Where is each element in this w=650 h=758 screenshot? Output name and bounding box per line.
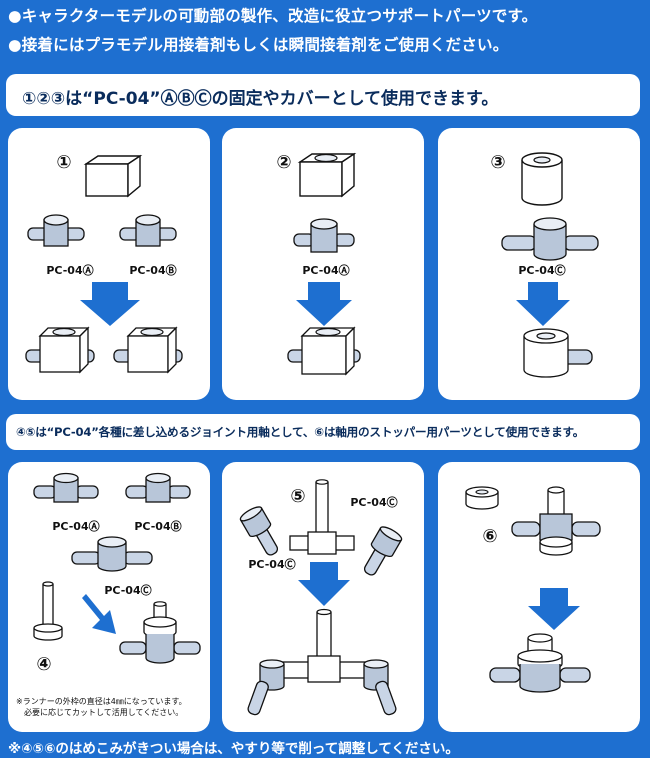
assembled-part bbox=[119, 601, 201, 664]
diagonal-arrow bbox=[82, 594, 116, 634]
header-line-2: ●接着にはプラモデル用接着剤もしくは瞬間接着剤をご使用ください。 bbox=[8, 36, 509, 54]
step-1-panel: ① PC-04Ⓐ PC-04Ⓑ bbox=[8, 128, 210, 400]
assembled-part-a bbox=[25, 326, 95, 374]
joint-part-a bbox=[27, 214, 85, 247]
joint-part-c bbox=[71, 536, 153, 572]
assembled-part-b bbox=[113, 326, 183, 374]
step-number: ④ bbox=[36, 654, 51, 675]
pin-part bbox=[33, 581, 63, 641]
step-6-illustration: ⑥ bbox=[465, 486, 601, 693]
joint-part-a bbox=[293, 218, 355, 253]
label-pc04c: PC-04Ⓒ bbox=[518, 263, 565, 277]
down-arrow bbox=[298, 562, 350, 606]
joint-part-c-right bbox=[363, 526, 403, 576]
joint-part-c bbox=[501, 217, 599, 261]
step-3-panel: ③ PC-04Ⓒ bbox=[438, 128, 640, 400]
step-3-illustration: ③ PC-04Ⓒ bbox=[490, 152, 599, 378]
down-arrow bbox=[80, 282, 140, 326]
label-pc04c: PC-04Ⓒ bbox=[104, 583, 151, 597]
section-banner-2: ④⑤は“PC-04”各種に差し込めるジョイント用軸として、⑥は軸用のストッパー用… bbox=[6, 414, 640, 450]
step-5-illustration: ⑤ PC-04Ⓒ PC-04Ⓒ bbox=[239, 479, 403, 716]
down-arrow bbox=[296, 282, 352, 326]
down-arrow bbox=[516, 282, 570, 326]
step-number: ⑥ bbox=[482, 526, 497, 547]
stopper-ring-part bbox=[465, 486, 499, 510]
section-banner-1: ①②③は“PC-04”ⒶⒷⒸの固定やカバーとして使用できます。 bbox=[6, 74, 640, 116]
assembled-part bbox=[247, 608, 397, 716]
joint-part-a bbox=[33, 472, 99, 503]
label-pc04a: PC-04Ⓐ bbox=[52, 519, 99, 533]
t-shaft-part bbox=[289, 479, 355, 555]
label-pc04c-left: PC-04Ⓒ bbox=[248, 557, 295, 571]
step-5-panel: ⑤ PC-04Ⓒ PC-04Ⓒ bbox=[222, 462, 424, 732]
step-2-illustration: ② PC-04Ⓐ bbox=[276, 152, 361, 376]
joint-part-b bbox=[125, 472, 191, 503]
step-6-panel: ⑥ bbox=[438, 462, 640, 732]
step-2-panel: ② PC-04Ⓐ bbox=[222, 128, 424, 400]
shaft-with-joint bbox=[511, 486, 601, 556]
runner-note-line-1: ※ランナーの外枠の直径は4㎜になっています。 bbox=[16, 697, 187, 706]
runner-note-line-2: 必要に応じてカットして活用してください。 bbox=[24, 708, 184, 717]
assembled-part bbox=[287, 326, 361, 376]
step-number: ③ bbox=[490, 152, 505, 173]
joint-part-b bbox=[119, 214, 177, 247]
label-pc04b: PC-04Ⓑ bbox=[134, 519, 181, 533]
step-4-illustration: PC-04Ⓐ PC-04Ⓑ PC-04Ⓒ ④ bbox=[33, 472, 201, 675]
label-pc04b: PC-04Ⓑ bbox=[129, 263, 176, 277]
step-number: ⑤ bbox=[290, 486, 305, 507]
down-arrow bbox=[528, 588, 580, 630]
label-pc04a: PC-04Ⓐ bbox=[302, 263, 349, 277]
step-4-panel: PC-04Ⓐ PC-04Ⓑ PC-04Ⓒ ④ ※ランナーの外枠の直 bbox=[8, 462, 210, 732]
step-number: ② bbox=[276, 152, 291, 173]
label-pc04c-right: PC-04Ⓒ bbox=[350, 495, 397, 509]
runner-note: ※ランナーの外枠の直径は4㎜になっています。 必要に応じてカットして活用してくだ… bbox=[16, 696, 187, 718]
assembled-part bbox=[523, 328, 593, 378]
header-line-1: ●キャラクターモデルの可動部の製作、改造に役立つサポートパーツです。 bbox=[8, 7, 538, 25]
assembled-part bbox=[489, 633, 591, 693]
step-1-illustration: ① PC-04Ⓐ PC-04Ⓑ bbox=[25, 152, 183, 374]
label-pc04a: PC-04Ⓐ bbox=[46, 263, 93, 277]
footer-note: ※④⑤⑥のはめこみがきつい場合は、やすり等で削って調整してください。 bbox=[8, 741, 459, 757]
joint-part-c-left bbox=[239, 506, 279, 556]
step-number: ① bbox=[56, 152, 71, 173]
